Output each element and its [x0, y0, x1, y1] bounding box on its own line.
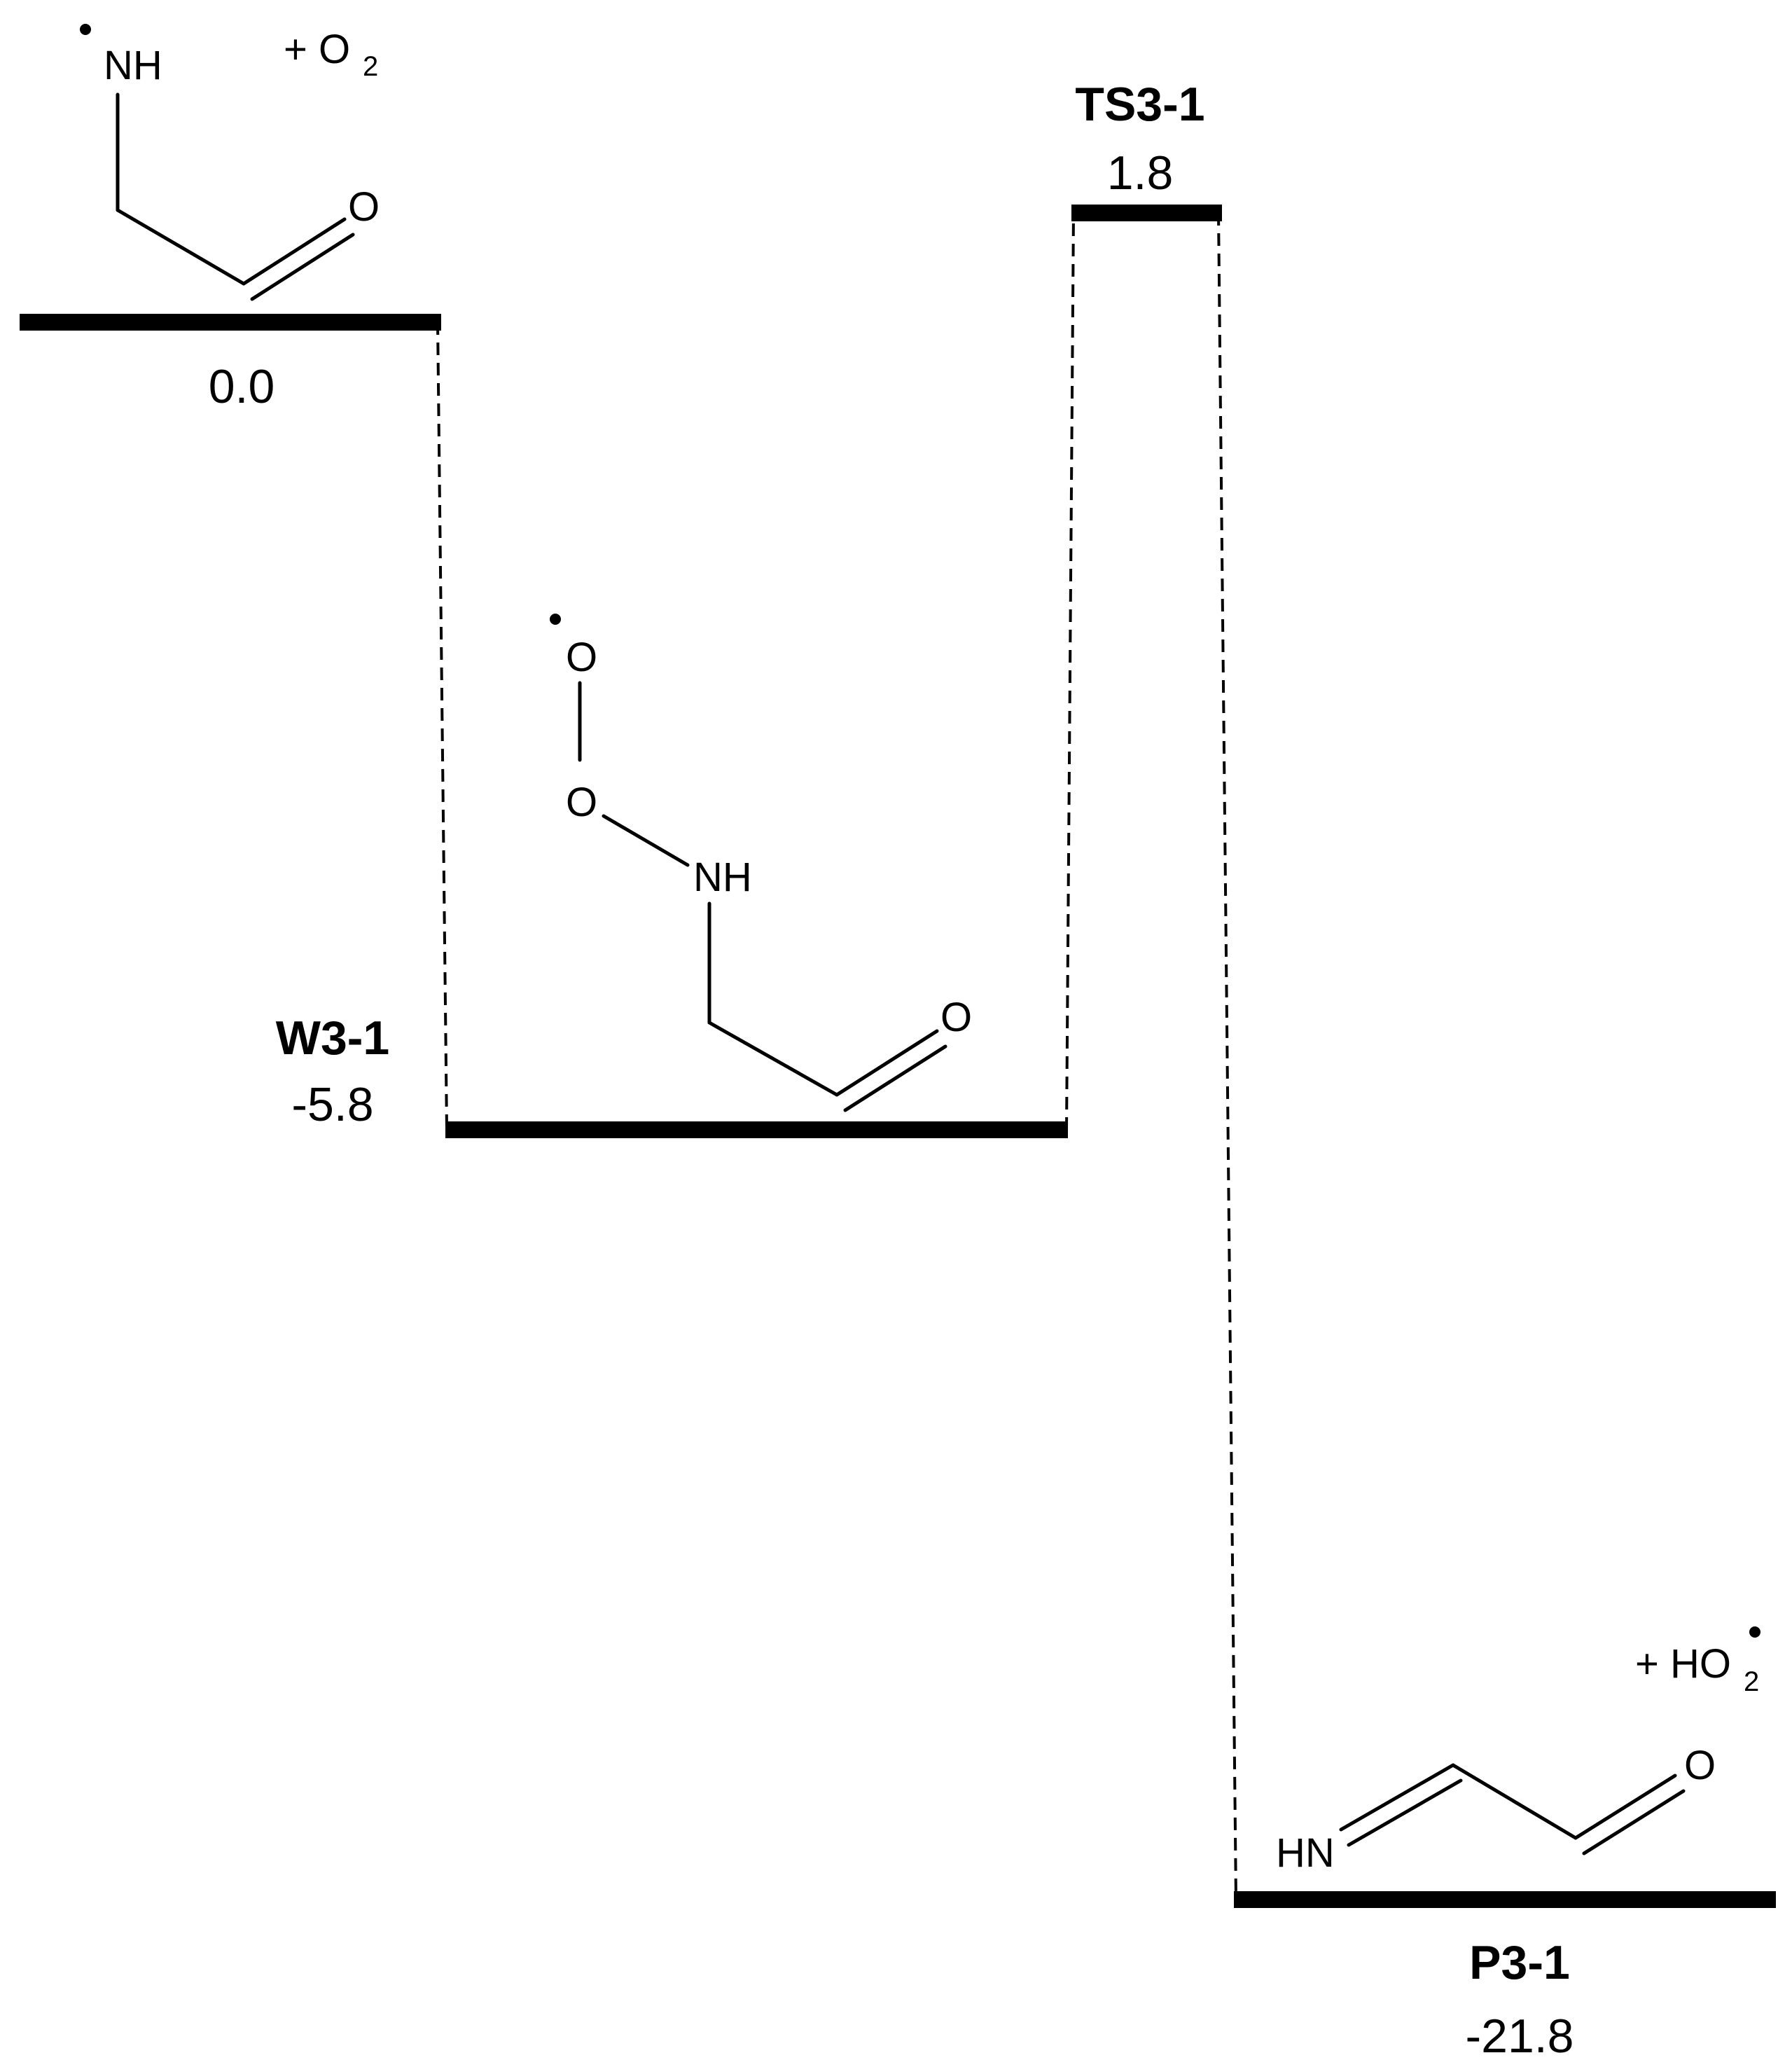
w3-1-name: W3-1: [276, 1011, 389, 1065]
atom-label: O: [348, 184, 380, 230]
atom-label: NH: [104, 43, 162, 88]
atom-label: NH: [693, 855, 752, 900]
ts3-1-energy: 1.8: [1107, 146, 1174, 200]
ho2-partner: + HO 2: [1635, 1626, 1760, 1697]
bond: [250, 233, 355, 301]
reactant-structure: NH O: [80, 24, 380, 301]
bond: [1347, 1778, 1463, 1847]
partner-formula: + HO: [1635, 1641, 1731, 1687]
radical-dot: [1749, 1626, 1760, 1638]
p3-1-energy: -21.8: [1466, 2010, 1574, 2063]
atom-label: O: [940, 995, 972, 1040]
bond: [835, 1029, 939, 1097]
atom-label: O: [566, 780, 597, 825]
partner-subscript: 2: [1744, 1666, 1759, 1697]
reactant-energy: 0.0: [209, 360, 275, 413]
bond: [602, 814, 690, 867]
partner-formula: + O: [284, 27, 350, 72]
bond: [242, 217, 347, 286]
radical-dot: [550, 614, 561, 625]
o2-partner: + O 2: [284, 27, 378, 82]
atom-label: O: [1684, 1743, 1716, 1788]
partner-subscript: 2: [363, 51, 378, 82]
connector-w3-1-to-ts3-1: [1065, 212, 1075, 1131]
atom-label: HN: [1276, 1830, 1335, 1876]
bond: [1582, 1789, 1686, 1855]
ts3-1-name: TS3-1: [1075, 78, 1204, 131]
connector-reactant-to-w3-1: [436, 322, 448, 1131]
atom-label: O: [566, 635, 597, 680]
bond: [1339, 1763, 1455, 1832]
bond: [707, 1021, 839, 1097]
p3-1-structure: HN O: [1276, 1743, 1716, 1876]
bond: [1574, 1774, 1677, 1840]
p3-1-name: P3-1: [1469, 1936, 1570, 1989]
radical-dot: [80, 24, 91, 35]
connector-ts3-1-to-p3-1: [1217, 212, 1237, 1900]
w3-1-structure: O O NH O: [550, 614, 972, 1112]
w3-1-energy: -5.8: [291, 1078, 373, 1131]
bond: [116, 208, 246, 286]
bond: [843, 1044, 947, 1112]
bond: [1451, 1763, 1578, 1840]
